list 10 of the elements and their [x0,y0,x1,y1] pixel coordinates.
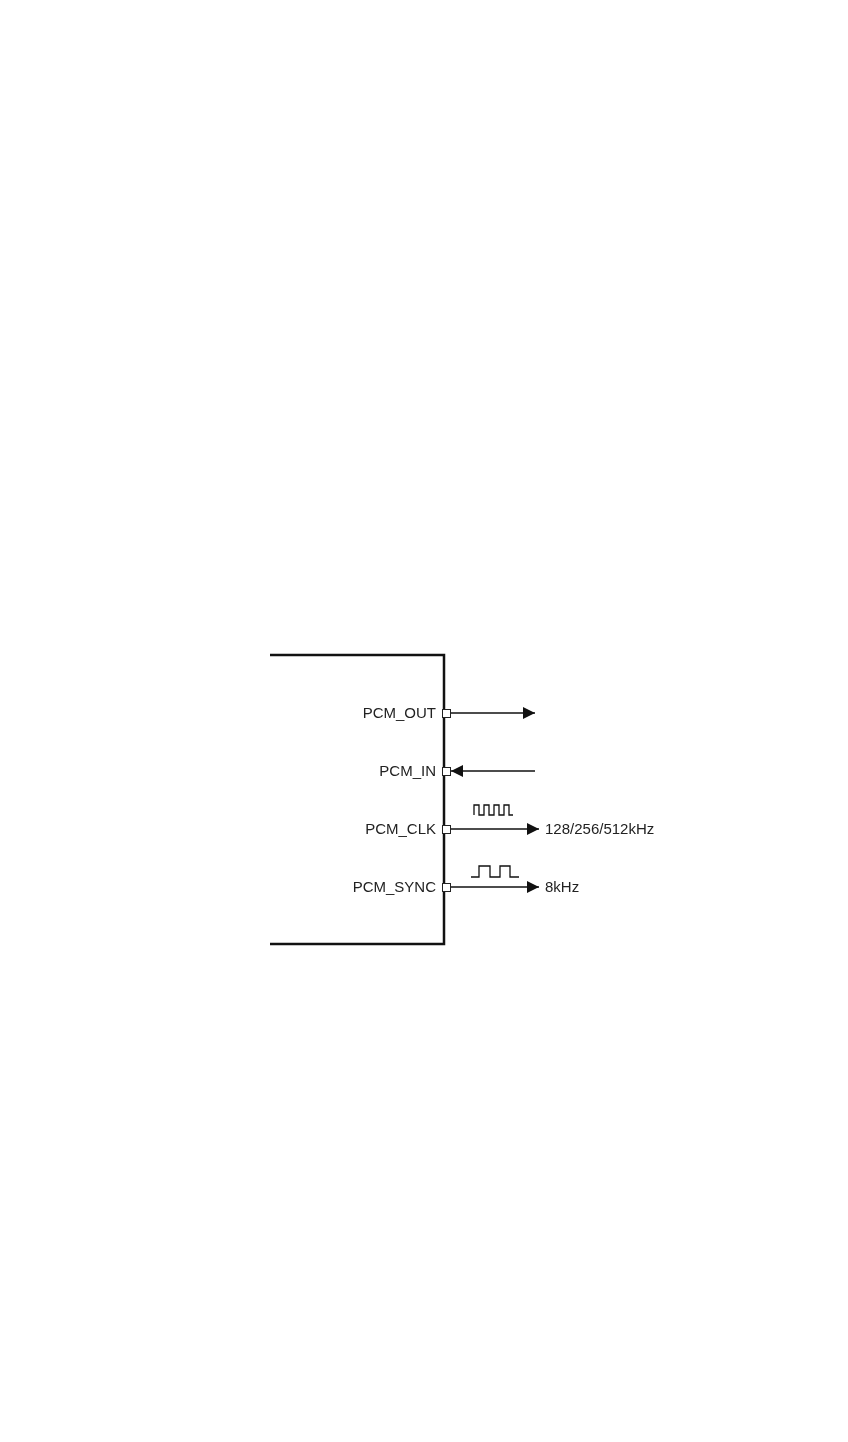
arrow [450,765,536,777]
frequency-label: 128/256/512kHz [545,821,655,837]
arrow [450,823,540,835]
pin-label: PCM_IN [379,763,436,779]
pin-label: PCM_CLK [365,821,436,837]
pin-label: PCM_OUT [362,705,436,721]
pin-label: PCM_SYNC [352,879,436,895]
arrow [450,707,536,719]
arrow [450,881,540,893]
frequency-label: 8kHz [545,879,580,895]
